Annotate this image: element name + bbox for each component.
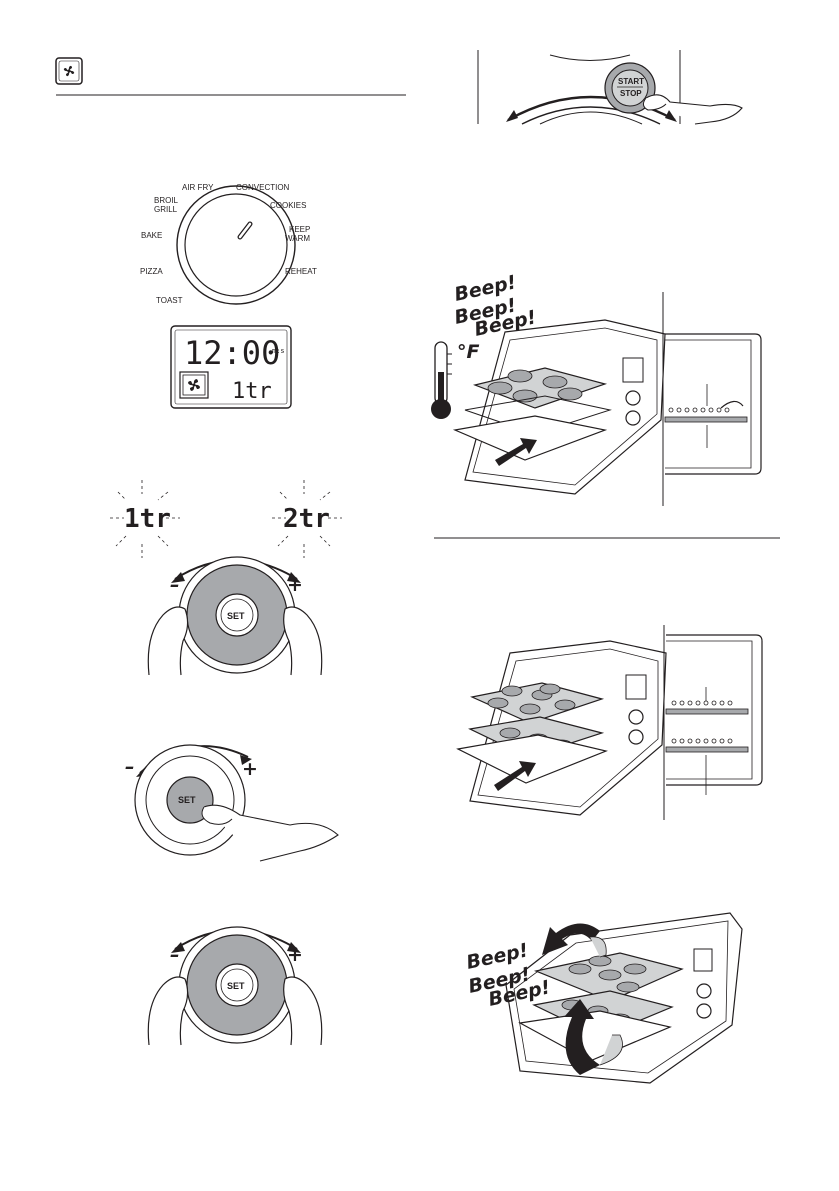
mode-bake: BAKE — [141, 231, 162, 240]
mode-dial[interactable]: AIR FRY CONVECTION COOKIES KEEP WARM REH… — [140, 180, 330, 310]
preheat-oven-illustration: Beep! Beep! Beep! °F — [425, 280, 785, 510]
stop-label: STOP — [620, 89, 642, 98]
lcd-time-unit: m:s — [272, 347, 285, 355]
set-label-1: SET — [227, 611, 245, 621]
mode-keep: KEEP — [289, 225, 310, 234]
set-label-2: SET — [178, 795, 196, 805]
rack-2tr: 2tr — [283, 504, 330, 534]
mode-toast: TOAST — [156, 296, 183, 305]
mode-reheat: REHEAT — [285, 267, 317, 276]
mode-pizza: PIZZA — [140, 267, 163, 276]
rotate-trays-illustration: Beep! Beep! Beep! — [460, 905, 750, 1090]
plus-label-2: + — [242, 758, 258, 780]
section-divider — [434, 537, 782, 541]
temp-unit: °F — [457, 341, 480, 363]
rack-1tr: 1tr — [124, 504, 171, 534]
mode-convection: CONVECTION — [236, 183, 290, 192]
minus-label-2: – — [125, 756, 135, 778]
two-rack-oven-illustration — [430, 625, 785, 820]
set-knob-hands-2[interactable]: – + SET — [145, 915, 325, 1050]
mode-grill: GRILL — [154, 205, 178, 214]
mode-broil: BROIL — [154, 196, 179, 205]
mode-air-fry: AIR FRY — [182, 183, 214, 192]
minus-label-3: – — [170, 944, 180, 966]
start-stop-illustration: START STOP — [470, 50, 780, 130]
lcd-time: 12:00 — [184, 334, 280, 372]
lcd-display: 12:00 m:s 1tr — [170, 325, 294, 411]
set-knob-press[interactable]: – + SET — [120, 735, 350, 865]
lcd-rack: 1tr — [232, 379, 272, 404]
start-label: START — [618, 77, 644, 86]
mode-warm: WARM — [285, 234, 310, 243]
minus-label-1: – — [170, 574, 180, 596]
set-label-3: SET — [227, 981, 245, 991]
mode-cookies: COOKIES — [270, 201, 306, 210]
convection-fan-icon-header — [56, 58, 416, 98]
set-knob-hands-1[interactable]: – + SET — [145, 545, 325, 680]
